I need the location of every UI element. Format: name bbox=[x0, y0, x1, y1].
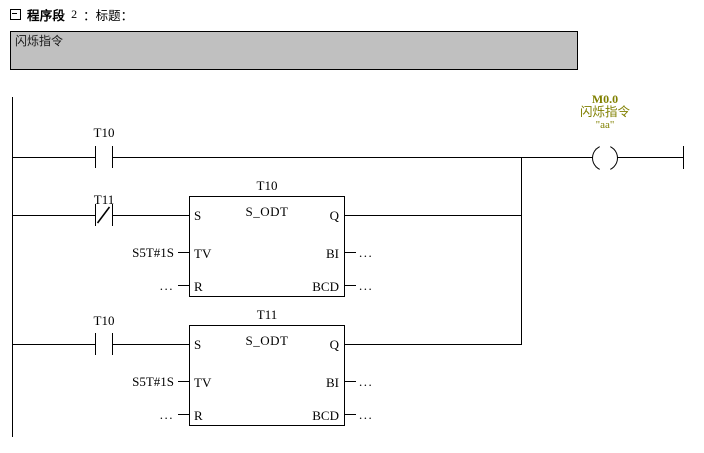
block-pin-r: R bbox=[194, 279, 203, 294]
contact-t11-rung2-label: T11 bbox=[93, 192, 115, 207]
network-label: 程序段 bbox=[27, 9, 66, 23]
block-pin-bi: BI bbox=[326, 375, 339, 390]
block-pin-q: Q bbox=[329, 208, 339, 223]
function-block-s-odt-t11[interactable]: S_ODT S TV R Q BI BCD bbox=[189, 325, 345, 426]
network-header: 程序段 2 ：标题： bbox=[10, 5, 133, 24]
block-t10-tv-operand[interactable]: S5T#1S bbox=[132, 245, 174, 260]
network-title-label: ：标题： bbox=[83, 9, 134, 23]
block-t11-tv-operand[interactable]: S5T#1S bbox=[132, 374, 174, 389]
rung1-wire-mid bbox=[113, 157, 593, 158]
block-t10-bcd-wire bbox=[344, 285, 356, 286]
rung1-wire-right bbox=[617, 157, 684, 158]
contact-bar-right bbox=[112, 146, 113, 168]
block-t10-title: T10 bbox=[256, 178, 278, 193]
block-t10-r-wire bbox=[178, 285, 190, 286]
contact-bar-left bbox=[95, 146, 96, 168]
function-block-s-odt-t10[interactable]: S_ODT S TV R Q BI BCD bbox=[189, 196, 345, 297]
network-comment-text: 闪烁指令 bbox=[15, 34, 64, 48]
block-pin-bcd: BCD bbox=[312, 408, 339, 423]
rung1-wire-left bbox=[12, 157, 96, 158]
block-pin-tv: TV bbox=[194, 246, 212, 261]
block-type-label: S_ODT bbox=[245, 333, 289, 348]
contact-bar-right bbox=[112, 204, 113, 226]
output-coil-m0-0[interactable] bbox=[592, 145, 618, 171]
coil-symbolic-name: 闪烁指令 bbox=[579, 105, 630, 119]
block-pin-bi: BI bbox=[326, 246, 339, 261]
block-t11-r-operand[interactable]: ... bbox=[159, 407, 174, 422]
contact-bar-left bbox=[95, 333, 96, 355]
contact-t11-rung2[interactable] bbox=[95, 204, 113, 226]
coil-quoted-name: "aa" bbox=[595, 119, 615, 131]
block-t10-bi-operand[interactable]: ... bbox=[359, 245, 374, 260]
block-t10-bcd-operand[interactable]: ... bbox=[359, 278, 374, 293]
rung2-wire-to-block bbox=[113, 215, 191, 216]
block-t10-r-operand[interactable]: ... bbox=[159, 278, 174, 293]
block-pin-s: S bbox=[194, 208, 202, 223]
block-t10-bi-wire bbox=[344, 252, 356, 253]
block-t11-r-wire bbox=[178, 414, 190, 415]
rung2-wire-left bbox=[12, 215, 96, 216]
coil-label-group: M0.0 闪烁指令 "aa" bbox=[551, 93, 659, 132]
rung3-wire-to-block bbox=[113, 344, 191, 345]
collapse-minus-icon[interactable] bbox=[10, 9, 21, 20]
block-t10-tv-wire bbox=[178, 252, 190, 253]
left-power-rail bbox=[12, 97, 13, 437]
block-pin-r: R bbox=[194, 408, 203, 423]
block-t11-q-wire bbox=[344, 344, 522, 345]
block-pin-q: Q bbox=[329, 337, 339, 352]
coil-paren-left bbox=[592, 145, 600, 171]
block-t11-title: T11 bbox=[256, 307, 278, 322]
contact-negate-slash bbox=[96, 206, 111, 224]
right-power-rail-tick bbox=[683, 146, 684, 169]
block-t11-tv-wire bbox=[178, 381, 190, 382]
rung3-wire-left bbox=[12, 344, 96, 345]
contact-bar-left bbox=[95, 204, 96, 226]
contact-t10-rung1-label: T10 bbox=[93, 125, 115, 140]
coil-paren-right bbox=[610, 145, 618, 171]
network-number: 2 bbox=[71, 7, 78, 21]
network-comment-box[interactable]: 闪烁指令 bbox=[10, 31, 578, 70]
contact-t10-rung3[interactable] bbox=[95, 333, 113, 355]
block-pin-tv: TV bbox=[194, 375, 212, 390]
coil-address: M0.0 bbox=[591, 92, 619, 106]
block-pin-bcd: BCD bbox=[312, 279, 339, 294]
contact-t10-rung3-label: T10 bbox=[93, 313, 115, 328]
branch-connector-vertical bbox=[521, 157, 522, 345]
contact-t10-rung1[interactable] bbox=[95, 146, 113, 168]
contact-bar-right bbox=[112, 333, 113, 355]
block-t11-bi-wire bbox=[344, 381, 356, 382]
block-t11-bi-operand[interactable]: ... bbox=[359, 374, 374, 389]
block-t10-q-wire bbox=[344, 215, 522, 216]
block-t11-bcd-wire bbox=[344, 414, 356, 415]
block-type-label: S_ODT bbox=[245, 204, 289, 219]
block-pin-s: S bbox=[194, 337, 202, 352]
block-t11-bcd-operand[interactable]: ... bbox=[359, 407, 374, 422]
